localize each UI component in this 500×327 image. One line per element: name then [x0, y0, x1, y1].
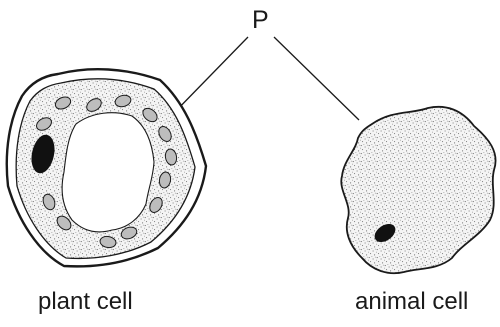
- plant-cell: [7, 69, 206, 266]
- pointer-label-p: P: [252, 8, 269, 33]
- vacuole: [62, 113, 154, 232]
- animal-cell: [341, 107, 495, 273]
- pointer-line-to-animal-cell: [274, 37, 359, 120]
- animal-cell-membrane: [341, 107, 495, 273]
- pointer-lines: [170, 37, 359, 120]
- animal-cell-caption: animal cell: [355, 290, 468, 314]
- plant-cell-caption: plant cell: [38, 290, 133, 314]
